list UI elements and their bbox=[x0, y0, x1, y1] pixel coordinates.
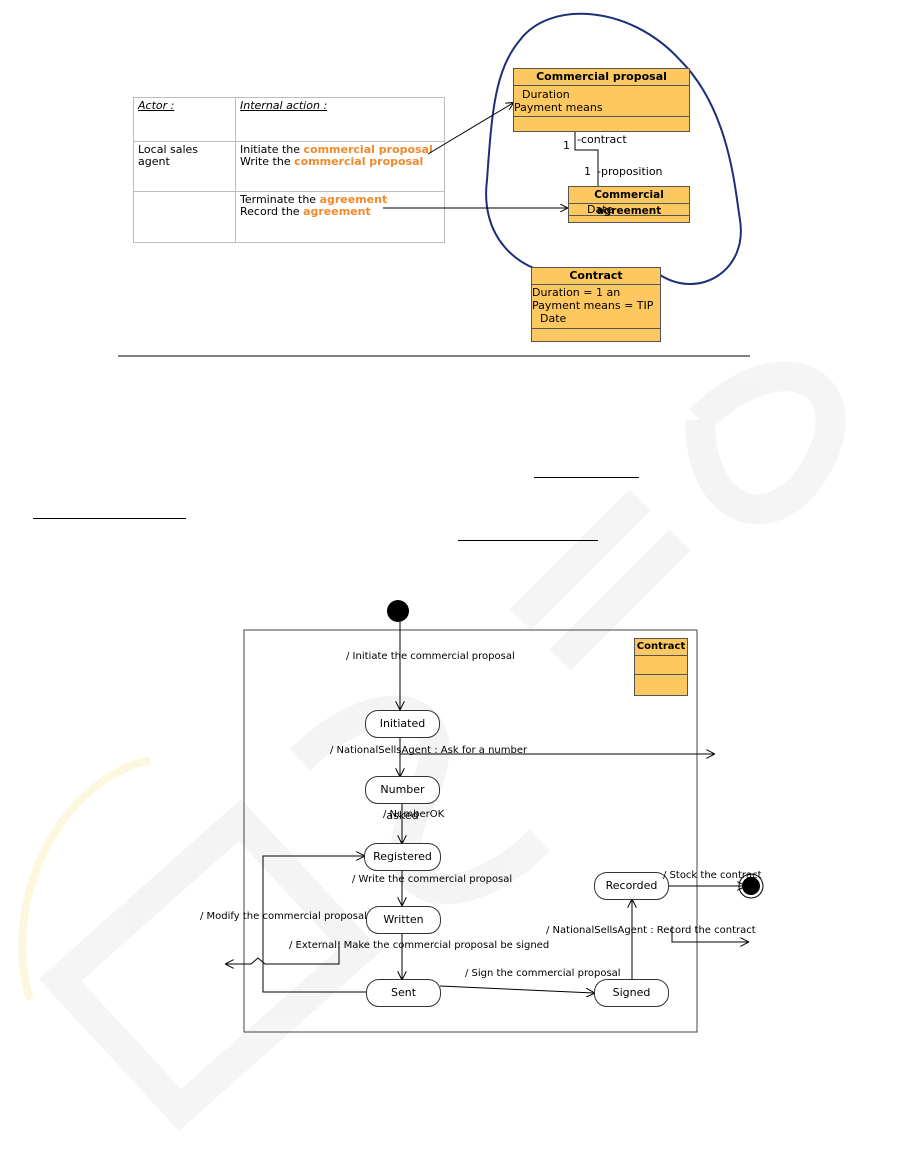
state-signed: Signed bbox=[594, 979, 669, 1007]
class-title: Commercial proposal bbox=[514, 69, 689, 86]
final-state-dot bbox=[742, 877, 760, 895]
class-commercial-proposal: Commercial proposal Duration Payment mea… bbox=[513, 68, 690, 132]
state-recorded: Recorded bbox=[594, 872, 669, 900]
actor-action-table: Actor : Internal action : Local sales ag… bbox=[133, 97, 445, 243]
class-commercial-agreement: Commercial agreement Date bbox=[568, 186, 690, 223]
state-sent: Sent bbox=[366, 979, 441, 1007]
class-diagram-lines bbox=[118, 12, 750, 357]
transition-sign: / Sign the commercial proposal bbox=[465, 968, 621, 979]
state-number-asked: Number asked bbox=[365, 776, 440, 822]
transition-record: / NationalSellsAgent : Record the contra… bbox=[546, 925, 756, 936]
assoc-multiplicity: 1 bbox=[584, 165, 591, 178]
transition-modify: / Modify the commercial proposal bbox=[200, 911, 367, 922]
class-attr: Payment means bbox=[514, 101, 603, 114]
transition-stock: / Stock the contract bbox=[663, 870, 762, 881]
state-written: Written bbox=[366, 906, 441, 934]
actor-cell: Local sales agent bbox=[133, 141, 236, 192]
state-diagram-lines bbox=[0, 600, 764, 1033]
transition-write: / Write the commercial proposal bbox=[352, 874, 513, 885]
class-attr: Date bbox=[540, 312, 567, 325]
class-title: Contract bbox=[532, 268, 660, 285]
class-title: Contract bbox=[635, 639, 687, 656]
class-attr: Duration bbox=[522, 88, 570, 101]
transition-ask-number: / NationalSellsAgent : Ask for a number bbox=[330, 745, 528, 756]
final-state-ring bbox=[738, 873, 764, 899]
assoc-multiplicity: 1 bbox=[563, 139, 570, 152]
header-actor: Actor : bbox=[133, 97, 236, 142]
state-registered: Registered bbox=[364, 843, 441, 871]
initial-state-dot bbox=[387, 600, 409, 622]
actor-cell bbox=[133, 191, 236, 243]
blob-outline bbox=[485, 12, 742, 285]
transition-external: / External: Make the commercial proposal… bbox=[289, 940, 550, 951]
class-title: Commercial agreement bbox=[569, 187, 689, 217]
action-cell: Terminate the agreement Record the agree… bbox=[235, 191, 445, 243]
class-attr: Date bbox=[587, 203, 614, 216]
text-underline bbox=[33, 518, 186, 519]
state-contract-box: Contract bbox=[634, 638, 688, 696]
class-attr: Payment means = TIP bbox=[532, 299, 654, 312]
assoc-role-proposition: -proposition bbox=[597, 165, 663, 178]
class-contract: Contract Duration = 1 an Payment means =… bbox=[531, 267, 661, 342]
text-underline bbox=[458, 540, 598, 541]
transition-number-ok: / NumberOK bbox=[383, 809, 445, 820]
class-attr: Duration = 1 an bbox=[532, 286, 621, 299]
action-cell: Initiate the commercial proposal Write t… bbox=[235, 141, 445, 192]
assoc-role-contract: -contract bbox=[577, 133, 627, 146]
state-initiated: Initiated bbox=[365, 710, 440, 738]
transition-initiate: / Initiate the commercial proposal bbox=[346, 651, 515, 662]
text-underline bbox=[534, 477, 639, 478]
